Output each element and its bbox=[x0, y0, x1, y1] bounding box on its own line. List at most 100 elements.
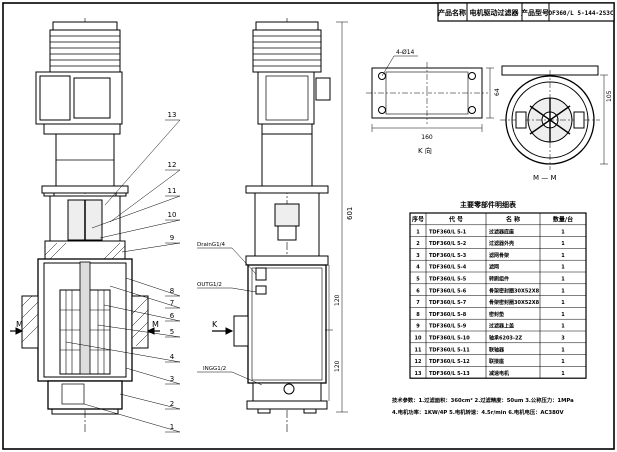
product-name-value: 电机驱动过滤器 bbox=[470, 8, 520, 17]
product-model-label: 产品型号 bbox=[521, 8, 549, 17]
mm-section-view bbox=[500, 65, 608, 170]
table-cell: 1 bbox=[561, 312, 565, 318]
table-header-cell: 序号 bbox=[411, 215, 424, 223]
title-block: 产品名称 电机驱动过滤器 产品型号 DF360/L 5-144-2S3C bbox=[437, 2, 615, 22]
overall-height-dim: 601 bbox=[346, 207, 354, 220]
table-cell: 6 bbox=[416, 288, 420, 294]
table-cell: 1 bbox=[416, 229, 420, 235]
table-cell: TDF360/L 5-11 bbox=[429, 347, 470, 353]
callout-3: 3 bbox=[170, 375, 174, 383]
table-cell: 9 bbox=[416, 324, 420, 330]
table-cell: 密封垫 bbox=[489, 311, 504, 318]
mm-section-label: M — M bbox=[533, 174, 557, 182]
k-view-label: K 向 bbox=[418, 146, 432, 155]
base-width-dim: 160 bbox=[421, 134, 433, 141]
product-name-label: 产品名称 bbox=[438, 8, 466, 17]
dim-120-lower: 120 bbox=[334, 360, 341, 372]
table-cell: 1 bbox=[561, 288, 565, 294]
table-header-cell: 名 称 bbox=[506, 215, 520, 223]
side-view bbox=[197, 18, 348, 432]
callout-4: 4 bbox=[170, 353, 175, 361]
callout-11: 11 bbox=[168, 187, 177, 195]
k-view bbox=[366, 55, 494, 132]
section-height-dim: 105 bbox=[606, 90, 613, 102]
section-m-left-label: M bbox=[16, 320, 23, 329]
table-cell: 3 bbox=[561, 335, 565, 341]
table-header-cell: 代 号 bbox=[448, 215, 463, 223]
callout-leaders bbox=[65, 119, 181, 433]
table-cell: TDF360/L 5-10 bbox=[429, 335, 470, 341]
table-cell: 1 bbox=[561, 276, 565, 282]
dim-120-upper: 120 bbox=[334, 294, 341, 306]
table-cell: 减速电机 bbox=[489, 370, 509, 377]
holes-dim: 4-Ø14 bbox=[396, 49, 415, 56]
table-cell: 4 bbox=[416, 265, 420, 271]
base-depth-dim: 64 bbox=[494, 88, 501, 96]
table-cell: TDF360/L 5-12 bbox=[429, 359, 470, 365]
table-cell: 过滤器底座 bbox=[489, 228, 514, 235]
callout-6: 6 bbox=[170, 312, 175, 320]
table-cell: TDF360/L 5-7 bbox=[429, 300, 467, 306]
table-cell: TDF360/L 5-4 bbox=[429, 265, 467, 271]
table-cell: TDF360/L 5-13 bbox=[429, 371, 470, 377]
table-cell: 1 bbox=[561, 359, 565, 365]
table-cell: 滤网 bbox=[489, 264, 499, 271]
table-cell: 3 bbox=[416, 253, 420, 259]
callout-5: 5 bbox=[170, 328, 174, 336]
table-cell: 12 bbox=[415, 359, 422, 365]
section-m-right-label: M bbox=[152, 320, 159, 329]
table-cell: 转刷组件 bbox=[489, 275, 509, 282]
table-cell: 骨架密封圈30X52X8 bbox=[489, 287, 540, 294]
parts-table-title: 主要零部件明细表 bbox=[460, 200, 517, 209]
table-cell: 1 bbox=[561, 253, 565, 259]
table-cell: 8 bbox=[416, 312, 420, 318]
table-cell: 13 bbox=[415, 371, 422, 377]
table-cell: 1 bbox=[561, 347, 565, 353]
table-cell: 1 bbox=[561, 241, 565, 247]
table-cell: 7 bbox=[416, 300, 420, 306]
table-cell: 骨架密封圈30X52X8 bbox=[489, 299, 540, 306]
callout-2: 2 bbox=[170, 400, 174, 408]
table-cell: 联轴器 bbox=[489, 346, 505, 353]
table-cell: TDF360/L 5-5 bbox=[429, 276, 467, 282]
specs-line-2: 4.电机功率：1KW/4P 5.电机转速：4.5r/min 6.电机电压：AC3… bbox=[392, 408, 564, 416]
specs-line-1: 技术参数：1.过滤面积：360cm² 2.过滤精度：50um 3.公称压力：1M… bbox=[392, 396, 574, 404]
callout-8: 8 bbox=[170, 287, 174, 295]
table-cell: 2 bbox=[416, 241, 420, 247]
table-cell: TDF360/L 5-8 bbox=[429, 312, 467, 318]
callout-1: 1 bbox=[170, 423, 174, 431]
section-view bbox=[10, 18, 160, 432]
table-cell: 1 bbox=[561, 265, 565, 271]
table-cell: 1 bbox=[561, 229, 565, 235]
table-cell: 5 bbox=[416, 276, 420, 282]
inlet-port-label: INGG1/2 bbox=[203, 366, 226, 372]
table-cell: 滤网骨架 bbox=[489, 252, 509, 259]
product-model-value: DF360/L 5-144-2S3C bbox=[548, 10, 613, 17]
table-cell: TDF360/L 5-2 bbox=[429, 241, 467, 247]
table-cell: 过滤器上盖 bbox=[489, 323, 514, 330]
callout-9: 9 bbox=[170, 234, 174, 242]
table-header-cell: 数量/台 bbox=[553, 215, 573, 223]
table-cell: 11 bbox=[415, 347, 422, 353]
table-cell: 1 bbox=[561, 371, 565, 377]
table-cell: 10 bbox=[415, 335, 422, 341]
callout-7: 7 bbox=[170, 299, 174, 307]
k-arrow-label: K bbox=[212, 320, 218, 329]
table-cell: 1 bbox=[561, 300, 565, 306]
table-cell: 轴承6203-2Z bbox=[489, 334, 522, 341]
outlet-port-label: OUTG1/2 bbox=[197, 282, 222, 288]
table-cell: 联接座 bbox=[489, 358, 504, 365]
callout-13: 13 bbox=[168, 111, 177, 119]
callout-numbers: 13 12 11 10 9 8 7 6 5 4 3 2 1 bbox=[168, 111, 177, 431]
table-cell: TDF360/L 5-9 bbox=[429, 324, 467, 330]
callout-12: 12 bbox=[168, 161, 177, 169]
callout-10: 10 bbox=[168, 211, 177, 219]
table-cell: TDF360/L 5-1 bbox=[429, 229, 467, 235]
table-cell: 过滤器外壳 bbox=[489, 240, 514, 247]
drain-port-label: DrainG1/4 bbox=[197, 242, 225, 248]
table-cell: TDF360/L 5-3 bbox=[429, 253, 467, 259]
table-cell: 1 bbox=[561, 324, 565, 330]
